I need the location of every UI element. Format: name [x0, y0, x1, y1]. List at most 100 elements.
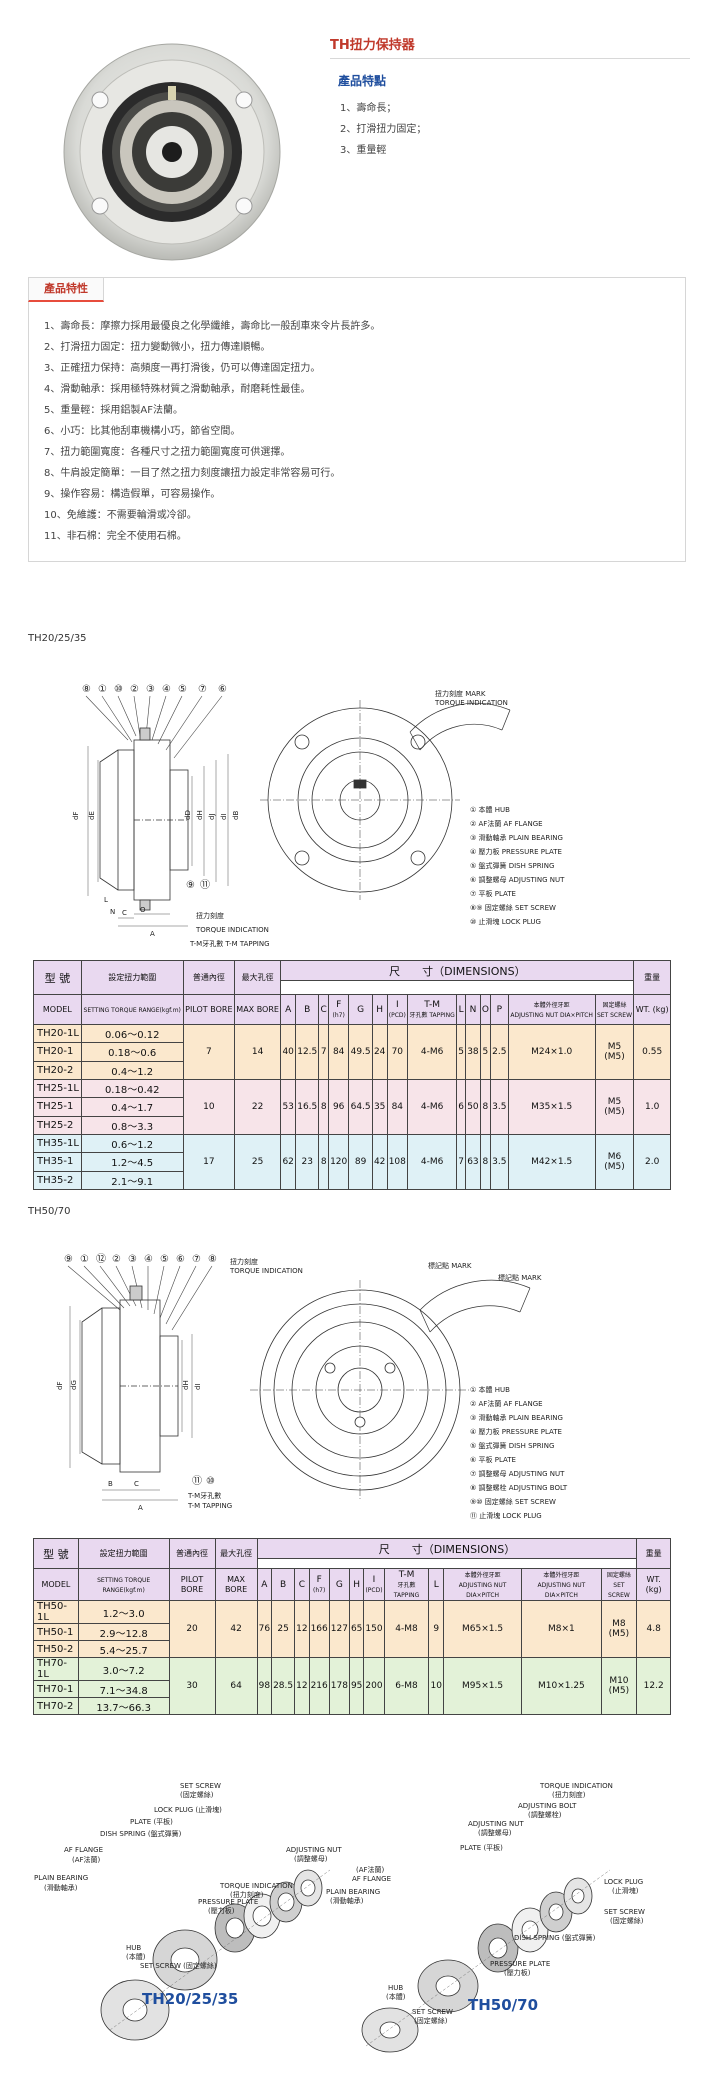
pilot-bore-cell: 30	[168, 1657, 216, 1715]
callout-number: ⑩	[206, 1476, 215, 1487]
set-screw-value: M6	[607, 1151, 622, 1162]
callout-number: ②	[112, 1254, 121, 1265]
dimension-cell: 49.5	[348, 1024, 373, 1080]
dimension-cell: 12	[294, 1657, 310, 1715]
legend-item: ⑦ 平板 PLATE	[470, 889, 516, 898]
callout-number: ④	[144, 1254, 153, 1265]
dimension-cell: 12	[294, 1600, 310, 1658]
column-header: MAX BORE	[214, 1568, 258, 1601]
dimension-cell: 40	[280, 1024, 297, 1080]
exploded-label: PLAIN BEARING	[326, 1888, 380, 1896]
dimension-label: B	[108, 1480, 113, 1488]
torque-cell: 0.06～0.12	[80, 1023, 184, 1044]
column-header: B	[295, 994, 320, 1025]
callout-number: ①	[80, 1254, 89, 1265]
exploded-label: (本體)	[386, 1992, 406, 2001]
exploded-label: LOCK PLUG (止滑塊)	[154, 1805, 222, 1814]
legend-item: ⑥ 調整螺母 ADJUSTING NUT	[470, 875, 565, 884]
characteristics-panel	[28, 277, 686, 562]
dimension-label: dG	[70, 1380, 78, 1390]
exploded-label: (扭力刻度)	[230, 1890, 264, 1899]
set-screw-cell: M6(M5)	[594, 1133, 635, 1191]
dimension-cell: 8	[318, 1133, 329, 1191]
column-header: A	[256, 1568, 273, 1601]
dimension-label: dF	[56, 1382, 64, 1390]
dimension-cell: 6-M8	[383, 1657, 430, 1715]
column-header: 重量	[633, 960, 671, 995]
dimension-label: dJ	[208, 813, 216, 820]
features-heading: 產品特點	[338, 74, 387, 88]
legend-item: ⑨⑩ 固定螺絲 SET SCREW	[470, 1497, 556, 1506]
column-header: B	[271, 1568, 296, 1601]
exploded-label: (AF法蘭)	[356, 1865, 385, 1874]
model-cell: TH25-1	[33, 1097, 82, 1117]
dimension-cell: 216	[308, 1657, 330, 1715]
dimension-cell: 6	[456, 1078, 467, 1135]
exploded-label: LOCK PLUG	[604, 1878, 643, 1886]
set-screw-value: M8	[612, 1619, 626, 1629]
characteristic-item: 11、非石棉：完全不使用石棉。	[44, 531, 187, 542]
column-header: C	[294, 1568, 310, 1601]
legend-item: ⑩ 止滑塊 LOCK PLUG	[470, 917, 541, 926]
exploded-label: HUB	[126, 1944, 141, 1952]
model-cell: TH35-1L	[33, 1133, 82, 1154]
torque-cell: 13.7～66.3	[77, 1697, 170, 1715]
column-header: L	[428, 1568, 444, 1601]
legend-item: ① 本體 HUB	[470, 1385, 510, 1394]
set-screw-cell: M5(M5)	[594, 1078, 635, 1135]
torque-cell: 0.18～0.6	[80, 1042, 184, 1062]
column-header: F(h7)	[308, 1568, 330, 1601]
exploded-label: ADJUSTING BOLT	[518, 1802, 577, 1810]
exploded-label: (滑動軸承)	[330, 1896, 364, 1905]
pilot-bore-cell: 10	[182, 1078, 235, 1135]
dimension-cell: 150	[363, 1600, 385, 1658]
column-header: 設定扭力範圍	[80, 960, 184, 995]
model-cell: TH70-1L	[33, 1657, 79, 1681]
column-header: PILOT BORE	[182, 994, 235, 1025]
exploded-label: (扭力刻度)	[552, 1790, 586, 1799]
callout-number: ⑨	[64, 1254, 73, 1265]
dimension-cell: M95×1.5	[442, 1657, 523, 1715]
column-header: G	[328, 1568, 350, 1601]
column-header: H	[371, 994, 388, 1025]
set-screw-value: M10	[609, 1676, 629, 1686]
spec-table-th50: 型 號 設定扭力範圍 普通內徑 最大孔徑 尺 寸（DIMENSIONS） 重量 …	[33, 1538, 671, 1715]
set-screw-value: (M5)	[604, 1051, 625, 1062]
legend-item: ③ 滑動軸承 PLAIN BEARING	[470, 833, 563, 842]
tab-characteristics[interactable]: 產品特性	[28, 277, 104, 302]
dimension-cell: 7	[456, 1133, 467, 1191]
exploded-label: (壓力板)	[208, 1906, 235, 1915]
torque-cell: 7.1～34.8	[77, 1680, 170, 1698]
column-header: P	[490, 994, 509, 1025]
torque-cell: 2.9～12.8	[77, 1623, 170, 1641]
exploded-label: AF FLANGE	[64, 1846, 103, 1854]
column-header: MODEL	[33, 994, 82, 1025]
exploded-label: (AF法蘭)	[72, 1855, 101, 1864]
dimension-label: dH	[196, 810, 204, 820]
characteristic-item: 8、牛肩設定簡單：一目了然之扭力刻度讓扭力設定非常容易可行。	[44, 468, 341, 479]
title-divider	[330, 58, 690, 59]
exploded-label: TORQUE INDICATION	[539, 1782, 613, 1790]
exploded-label: TORQUE INDICATION	[219, 1882, 293, 1890]
legend-item: ⑥ 平板 PLATE	[470, 1455, 516, 1464]
dimension-cell: 24	[371, 1024, 388, 1080]
max-bore-cell: 64	[214, 1657, 258, 1715]
set-screw-value: (M5)	[604, 1161, 625, 1172]
dimension-cell: 178	[328, 1657, 350, 1715]
note-label: 扭力刻度	[230, 1257, 258, 1266]
dimension-cell: 42	[371, 1133, 388, 1191]
dimension-cell: 127	[328, 1600, 350, 1658]
set-screw-value: M5	[607, 1041, 622, 1052]
characteristic-item: 5、重量輕：採用鋁製AF法蘭。	[44, 405, 183, 416]
column-header: WT. (kg)	[636, 1568, 671, 1601]
callout-number: ⑪	[192, 1475, 202, 1487]
callout-number: ⑦	[192, 1254, 201, 1265]
dimension-cell: 95	[348, 1657, 365, 1715]
dimension-cell: 38	[465, 1024, 481, 1080]
mark-note: TORQUE INDICATION	[434, 699, 508, 707]
dimension-cell: 4-M6	[407, 1024, 458, 1080]
